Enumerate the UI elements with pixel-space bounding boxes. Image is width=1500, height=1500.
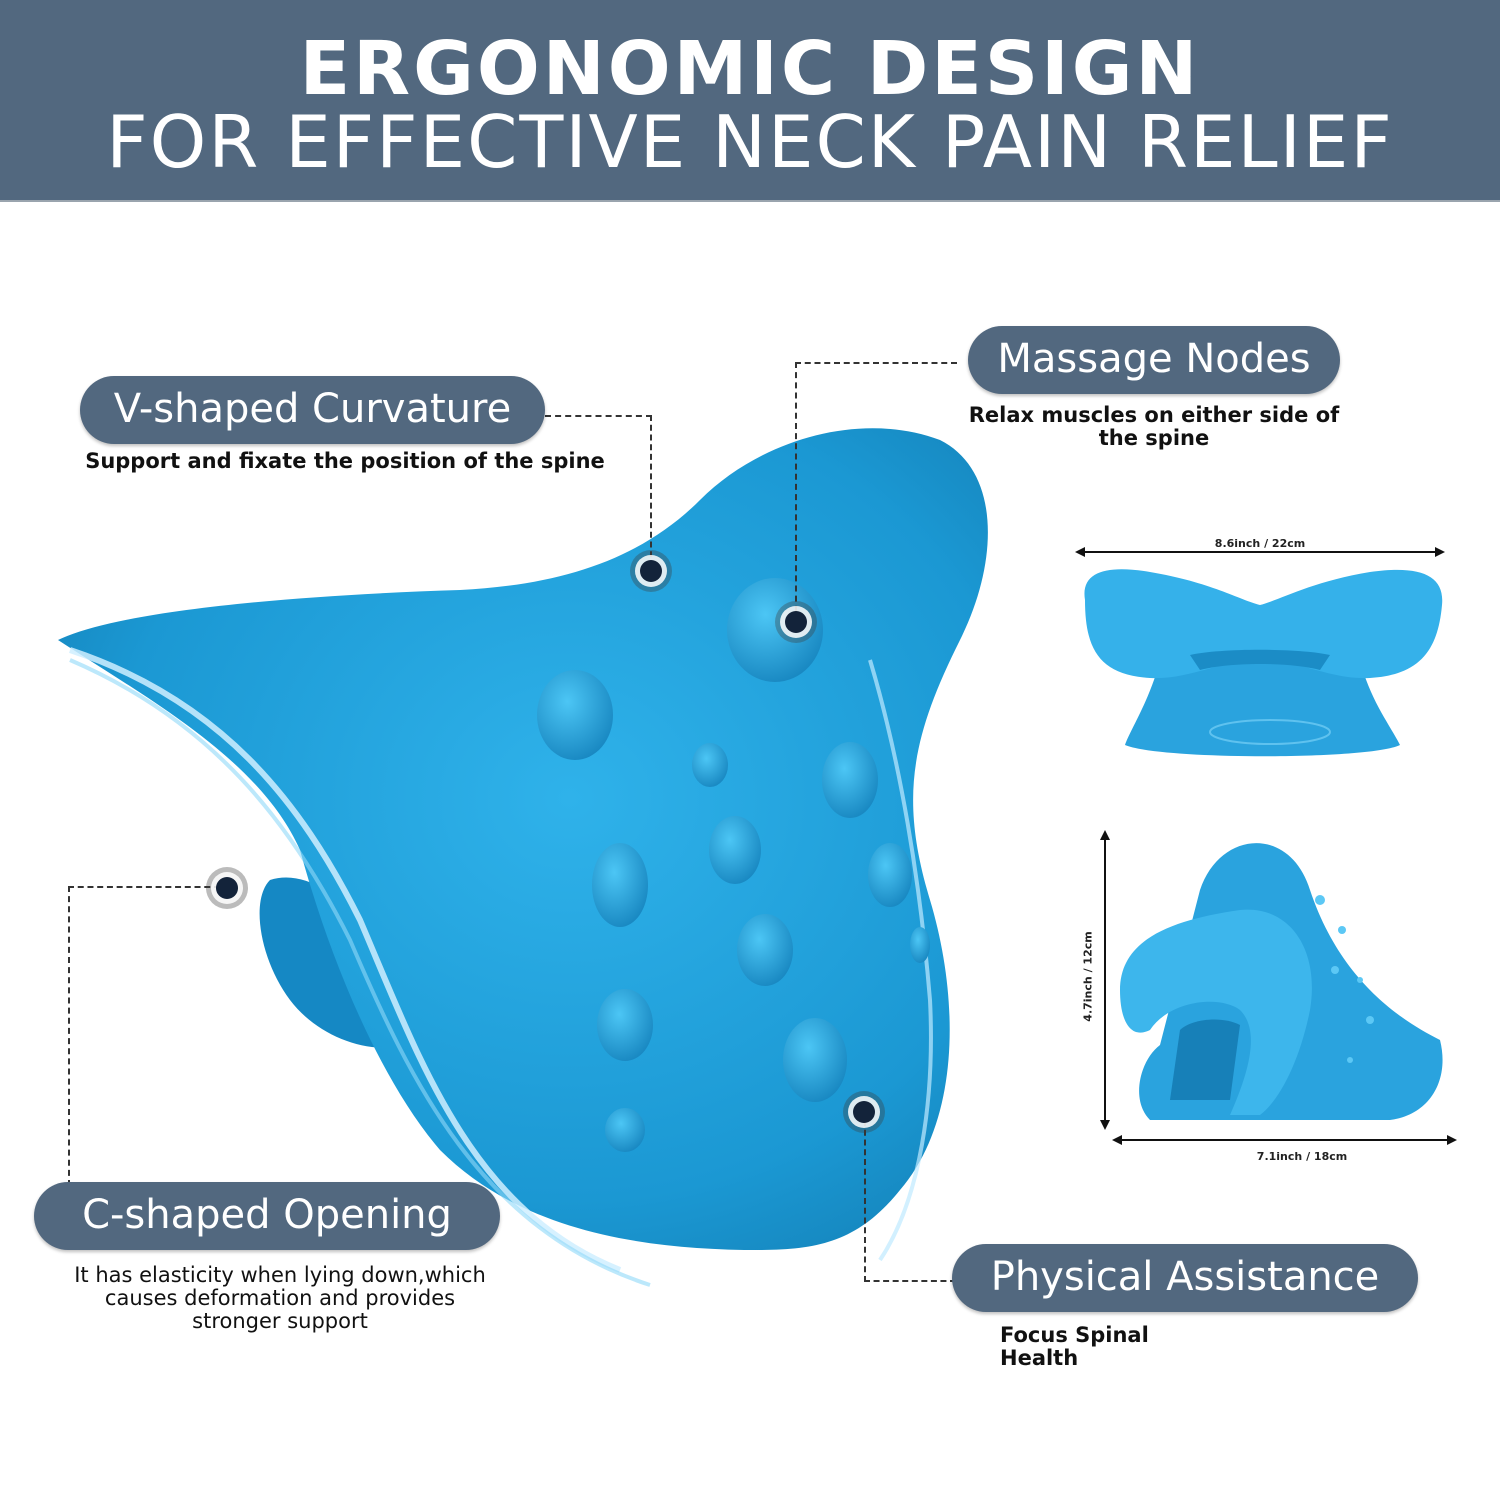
depth-arrow (1112, 1135, 1457, 1145)
marker-dot-massage-nodes (785, 611, 807, 633)
connector-c-shaped (68, 886, 220, 1186)
feature-desc-c-shaped: It has elasticity when lying down,which … (74, 1263, 486, 1333)
feature-pill-v-shaped: V-shaped Curvature (80, 376, 545, 444)
feature-desc-massage-nodes: Relax muscles on either side of the spin… (968, 403, 1340, 450)
neck-stretcher-main-image (58, 428, 988, 1287)
header-title: ERGONOMIC DESIGN (299, 26, 1201, 112)
header-subtitle: FOR EFFECTIVE NECK PAIN RELIEF (106, 100, 1394, 184)
feature-pill-physical: Physical Assistance (952, 1244, 1418, 1312)
feature-desc-v-shaped: Support and fixate the position of the s… (85, 449, 605, 473)
feature-pill-c-shaped: C-shaped Opening (34, 1182, 500, 1250)
marker-dot-v-shaped (640, 560, 662, 582)
feature-desc-physical: Focus Spinal Health (1000, 1323, 1149, 1370)
marker-dot-c-shaped (216, 877, 238, 899)
header-banner: ERGONOMIC DESIGN FOR EFFECTIVE NECK PAIN… (0, 0, 1500, 202)
feature-pill-massage-nodes: Massage Nodes (968, 326, 1340, 394)
connector-massage-nodes (795, 362, 957, 622)
height-dimension-label: 4.7inch / 12cm (1081, 931, 1095, 1022)
width-dimension-label: 8.6inch / 22cm (1214, 537, 1306, 550)
height-arrow (1100, 830, 1110, 1130)
marker-dot-physical (853, 1101, 875, 1123)
side-view-image (1120, 843, 1443, 1120)
massage-nodes (537, 578, 930, 1152)
depth-dimension-label: 7.1inch / 18cm (1256, 1150, 1348, 1163)
connector-v-shaped (545, 415, 652, 567)
connector-physical (864, 1120, 956, 1282)
front-view-image (1084, 569, 1443, 757)
width-arrow (1075, 547, 1445, 557)
